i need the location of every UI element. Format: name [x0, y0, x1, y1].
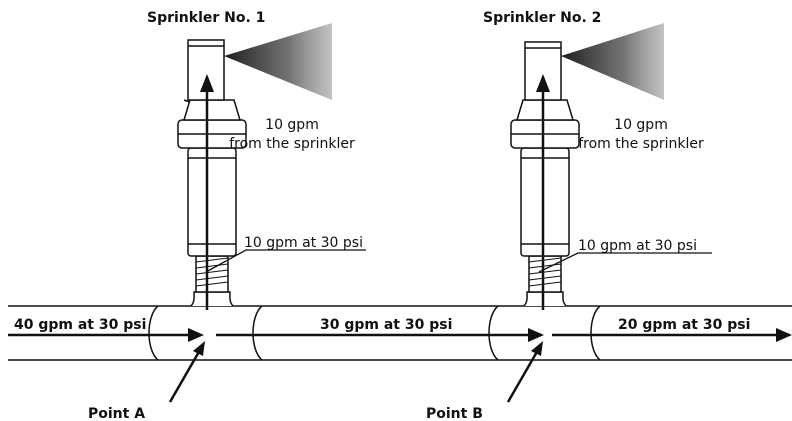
point-pointers — [168, 341, 543, 403]
pipe-segment-3-label: 20 gpm at 30 psi — [618, 317, 750, 333]
pipe-segment-1-label: 40 gpm at 30 psi — [14, 317, 146, 333]
pipe-flow-arrows — [8, 328, 792, 342]
point-a-label: Point A — [88, 406, 145, 421]
flow-arrow-up-2 — [536, 74, 550, 92]
pipe-segment-2-label: 30 gpm at 30 psi — [320, 317, 452, 333]
inlet-leader-2 — [538, 252, 712, 273]
inlet-leader-1 — [205, 249, 366, 273]
sprinkler-2-inlet-label: 10 gpm at 30 psi — [578, 238, 697, 254]
sprinkler-1-flow-line2: from the sprinkler — [229, 136, 355, 152]
point-b-label: Point B — [426, 406, 483, 421]
sprinkler-1-title: Sprinkler No. 1 — [147, 10, 265, 26]
sprinkler-2-title: Sprinkler No. 2 — [483, 10, 601, 26]
sprinkler-1-inlet-label: 10 gpm at 30 psi — [244, 235, 363, 251]
sprinkler-2-flow-line2: from the sprinkler — [578, 136, 704, 152]
sprinkler-1 — [177, 23, 332, 310]
sprinkler-2 — [510, 23, 664, 310]
main-pipe — [8, 305, 792, 361]
sprinkler-2-flow-line1: 10 gpm — [614, 117, 668, 133]
spray-cone-1 — [224, 23, 332, 100]
spray-cone-2 — [561, 23, 664, 100]
sprinkler-1-flow-line1: 10 gpm — [265, 117, 319, 133]
flow-arrow-up-1 — [200, 74, 214, 92]
